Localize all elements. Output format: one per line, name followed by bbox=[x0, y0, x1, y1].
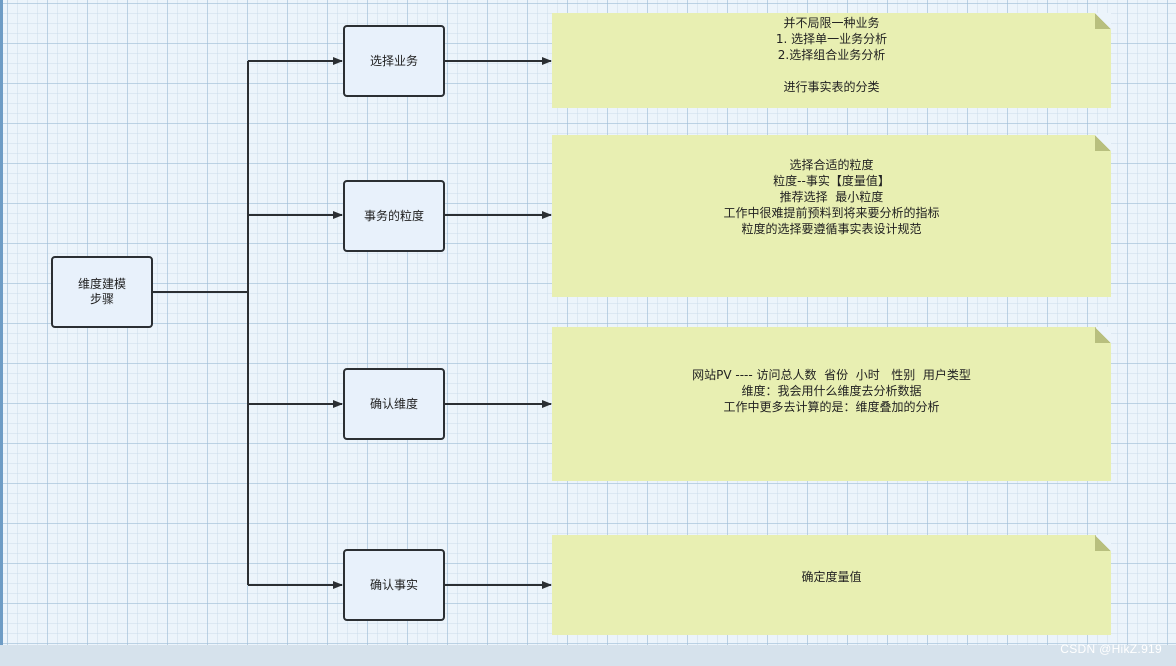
bottom-bar bbox=[0, 645, 1176, 666]
note-dimensions[interactable]: 网站PV ---- 访问总人数 省份 小时 性别 用户类型 维度：我会用什么维度… bbox=[552, 327, 1111, 481]
step-node-select-business[interactable]: 选择业务 bbox=[343, 25, 445, 97]
note-business[interactable]: 并不局限一种业务 1. 选择单一业务分析 2.选择组合业务分析 进行事实表的分类 bbox=[552, 13, 1111, 108]
step-node-grain[interactable]: 事务的粒度 bbox=[343, 180, 445, 252]
note-fold-corner bbox=[1095, 327, 1111, 343]
note-facts[interactable]: 确定度量值 bbox=[552, 535, 1111, 635]
step-node-dimensions[interactable]: 确认维度 bbox=[343, 368, 445, 440]
root-node[interactable]: 维度建模 步骤 bbox=[51, 256, 153, 328]
root-node-label: 维度建模 步骤 bbox=[77, 277, 126, 306]
watermark: CSDN @HikZ.919 bbox=[1060, 642, 1162, 656]
note-fold-corner bbox=[1095, 135, 1111, 151]
step-label: 确认维度 bbox=[369, 396, 418, 411]
note-text: 网站PV ---- 访问总人数 省份 小时 性别 用户类型 维度：我会用什么维度… bbox=[692, 367, 971, 414]
step-node-facts[interactable]: 确认事实 bbox=[343, 549, 445, 621]
note-text: 选择合适的粒度 粒度--事实【度量值】 推荐选择 最小粒度 工作中很难提前预料到… bbox=[723, 158, 940, 236]
note-grain[interactable]: 选择合适的粒度 粒度--事实【度量值】 推荐选择 最小粒度 工作中很难提前预料到… bbox=[552, 135, 1111, 297]
note-fold-corner bbox=[1095, 535, 1111, 551]
note-text: 确定度量值 bbox=[801, 570, 862, 584]
step-label: 事务的粒度 bbox=[363, 208, 424, 223]
note-fold-corner bbox=[1095, 13, 1111, 29]
note-text: 并不局限一种业务 1. 选择单一业务分析 2.选择组合业务分析 进行事实表的分类 bbox=[775, 15, 888, 94]
canvas-left-edge bbox=[0, 0, 3, 666]
step-label: 选择业务 bbox=[369, 53, 418, 68]
step-label: 确认事实 bbox=[369, 577, 418, 592]
